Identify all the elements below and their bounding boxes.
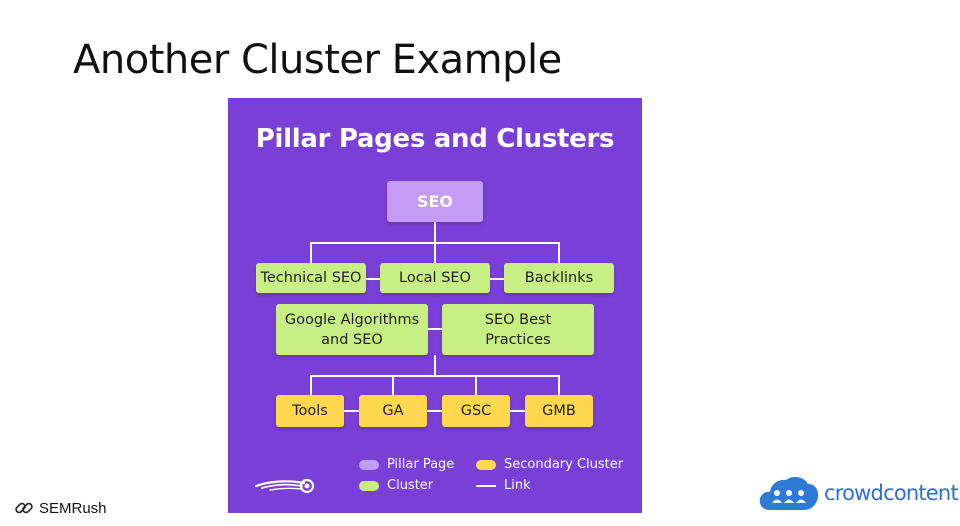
cluster-node-seo-best-practices: SEO Best Practices [442, 304, 594, 355]
connector-line [392, 375, 394, 395]
node-line: Google Algorithms [284, 311, 420, 328]
cluster-node-google-algorithms: Google Algorithms and SEO [276, 304, 428, 355]
legend-label: Secondary Cluster [504, 457, 624, 472]
connector-line [434, 242, 436, 263]
slide-title: Another Cluster Example [73, 37, 562, 83]
connector-line [475, 375, 477, 395]
source-credit: SEMRush [14, 498, 107, 518]
connector-line [428, 328, 442, 330]
connector-line [490, 278, 504, 280]
connector-line [434, 355, 436, 376]
connector-line [310, 242, 312, 263]
pillar-node-seo: SEO [387, 181, 483, 222]
connector-line [558, 375, 560, 395]
legend-secondary-cluster: Secondary Cluster [476, 457, 623, 472]
semrush-logo-icon [254, 478, 315, 494]
legend-pillar-page: Pillar Page [359, 457, 454, 472]
legend-swatch-pillar [359, 459, 379, 470]
secondary-node-gsc: GSC [442, 395, 510, 427]
connector-line [310, 375, 312, 395]
legend-swatch-cluster [359, 480, 379, 491]
legend-link: Link [476, 478, 531, 493]
connector-line [366, 278, 380, 280]
legend-swatch-secondary [476, 459, 496, 470]
connector-line [510, 410, 526, 412]
legend-swatch-link [476, 484, 496, 487]
diagram-panel: Pillar Pages and Clusters SEO Technical … [228, 98, 642, 513]
node-line: SEO Best [484, 311, 552, 328]
credit-text: SEMRush [39, 499, 107, 517]
secondary-node-gmb: GMB [525, 395, 593, 427]
connector-line [310, 375, 560, 377]
secondary-node-tools: Tools [276, 395, 344, 427]
node-line: and SEO [321, 331, 383, 348]
cloud-people-icon [759, 476, 819, 510]
cluster-node-technical-seo: Technical SEO [256, 263, 366, 293]
brand-text: crowdcontent [824, 481, 959, 505]
cluster-node-backlinks: Backlinks [504, 263, 614, 293]
legend-cluster: Cluster [359, 478, 433, 493]
connector-line [344, 410, 360, 412]
diagram-title: Pillar Pages and Clusters [255, 124, 615, 154]
legend-label: Cluster [387, 478, 434, 493]
link-icon [15, 502, 33, 514]
legend-label: Link [504, 478, 531, 493]
legend-label: Pillar Page [387, 457, 455, 472]
connector-line [427, 410, 443, 412]
node-line: Practices [485, 331, 551, 348]
connector-line [434, 222, 436, 242]
crowdcontent-logo: crowdcontent [758, 472, 959, 514]
connector-line [558, 242, 560, 263]
cluster-node-local-seo: Local SEO [380, 263, 490, 293]
secondary-node-ga: GA [359, 395, 427, 427]
